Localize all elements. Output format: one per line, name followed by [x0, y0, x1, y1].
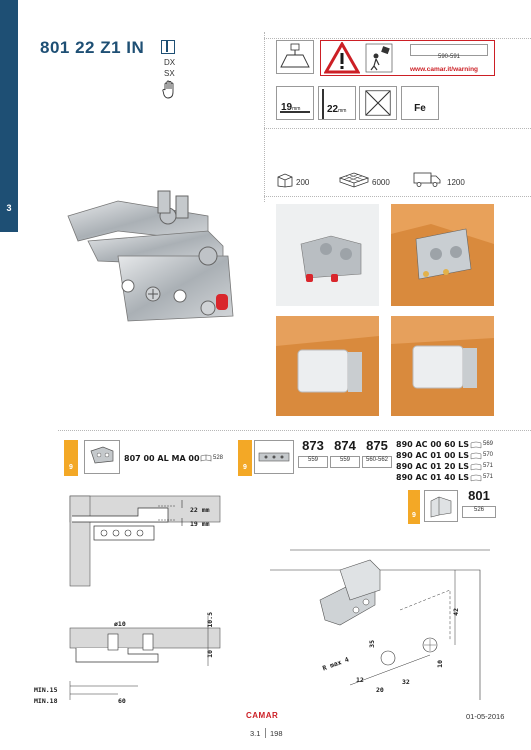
dim-min15: MIN.15: [34, 686, 58, 694]
section-number: 3: [6, 203, 12, 213]
technical-drawing-left: [69, 495, 221, 700]
divider: [264, 38, 531, 39]
pallet-icon: [338, 172, 370, 188]
footer-divider: [265, 728, 266, 738]
warning-url[interactable]: www.camar.it/warning: [410, 66, 479, 73]
warning-page-ref[interactable]: 590-591: [410, 44, 488, 60]
dim-10: 10: [206, 650, 214, 658]
dim-min18: MIN.18: [34, 697, 58, 705]
side-sx: SX: [164, 69, 175, 78]
photo-cover-right: [391, 316, 494, 416]
tab-marker: 9: [64, 440, 78, 476]
no-glass-icon: [359, 86, 397, 120]
divider: [58, 430, 531, 431]
cover-page-3[interactable]: 571: [483, 463, 494, 469]
screw-874[interactable]: 874 559: [330, 438, 360, 468]
section-sidebar: [0, 0, 18, 232]
screw-875[interactable]: 875 560-562: [362, 438, 392, 468]
photo-hinge-closeup: [276, 204, 379, 306]
dim-12: 12: [356, 676, 364, 684]
book-icons: [470, 441, 482, 482]
screw-image: [254, 440, 294, 474]
accessory-801-image: [424, 490, 458, 522]
photo-cover-left: [276, 316, 379, 416]
truck-qty: 1200: [447, 178, 465, 187]
thickness-22-box: 22mm: [318, 86, 356, 120]
cover-page-4[interactable]: 571: [483, 474, 494, 480]
dim-42: 42: [452, 608, 460, 616]
dim-22mm: 22 mm: [190, 506, 210, 514]
accessory-807-page[interactable]: 528: [213, 455, 224, 461]
dim-60: 60: [118, 697, 126, 705]
footer-section: 3.1: [250, 729, 261, 738]
door-type-icon: [161, 40, 175, 54]
divider: [264, 32, 265, 202]
dim-32: 32: [402, 678, 410, 686]
tab-marker: 9: [408, 490, 420, 524]
cover-page-2[interactable]: 570: [483, 452, 494, 458]
falling-object-icon: [365, 43, 393, 73]
product-code: 801 22 Z1 IN: [40, 38, 145, 57]
thickness-19-box: 19mm: [276, 86, 314, 120]
tab-marker: 9: [238, 440, 252, 476]
screw-873[interactable]: 873 559: [298, 438, 328, 468]
technical-drawing-right: [270, 549, 490, 700]
book-icon: [200, 454, 212, 462]
side-dx: DX: [164, 58, 176, 67]
mounting-icon: [276, 40, 314, 74]
cover-code-1[interactable]: 890 AC 00 60 LS: [396, 440, 470, 449]
accessory-807-image: [84, 440, 120, 474]
glove-icon: [162, 80, 174, 99]
box-icon: [277, 173, 293, 188]
brand-logo: CAMAR: [246, 711, 279, 720]
divider: [264, 196, 531, 197]
truck-icon: [413, 172, 441, 187]
dim-19mm: 19 mm: [190, 520, 210, 528]
dim-phi10: ø10: [114, 620, 126, 628]
cover-code-2[interactable]: 890 AC 01 00 LS: [396, 451, 470, 460]
dim-10-5: 10.5: [206, 612, 214, 628]
accessory-801[interactable]: 801 526: [462, 488, 496, 518]
photo-hinge-mounted: [391, 204, 494, 306]
dim-35: 35: [368, 640, 376, 648]
pallet-qty: 6000: [372, 178, 390, 187]
warning-triangle-icon: [324, 42, 360, 74]
cover-code-4[interactable]: 890 AC 01 40 LS: [396, 473, 470, 482]
material-box: Fe: [401, 86, 439, 120]
product-image: [67, 190, 234, 322]
footer-date: 01-05-2016: [466, 712, 505, 721]
cover-page-1[interactable]: 569: [483, 441, 494, 447]
divider: [264, 128, 531, 129]
dim-10-right: 10: [436, 660, 444, 668]
footer-page: 198: [270, 729, 283, 738]
cover-code-3[interactable]: 890 AC 01 20 LS: [396, 462, 470, 471]
box-qty: 200: [296, 178, 310, 187]
accessory-807-code[interactable]: 807 00 AL MA 00: [124, 454, 200, 463]
dim-20: 20: [376, 686, 384, 694]
warning-panel: [320, 40, 495, 76]
